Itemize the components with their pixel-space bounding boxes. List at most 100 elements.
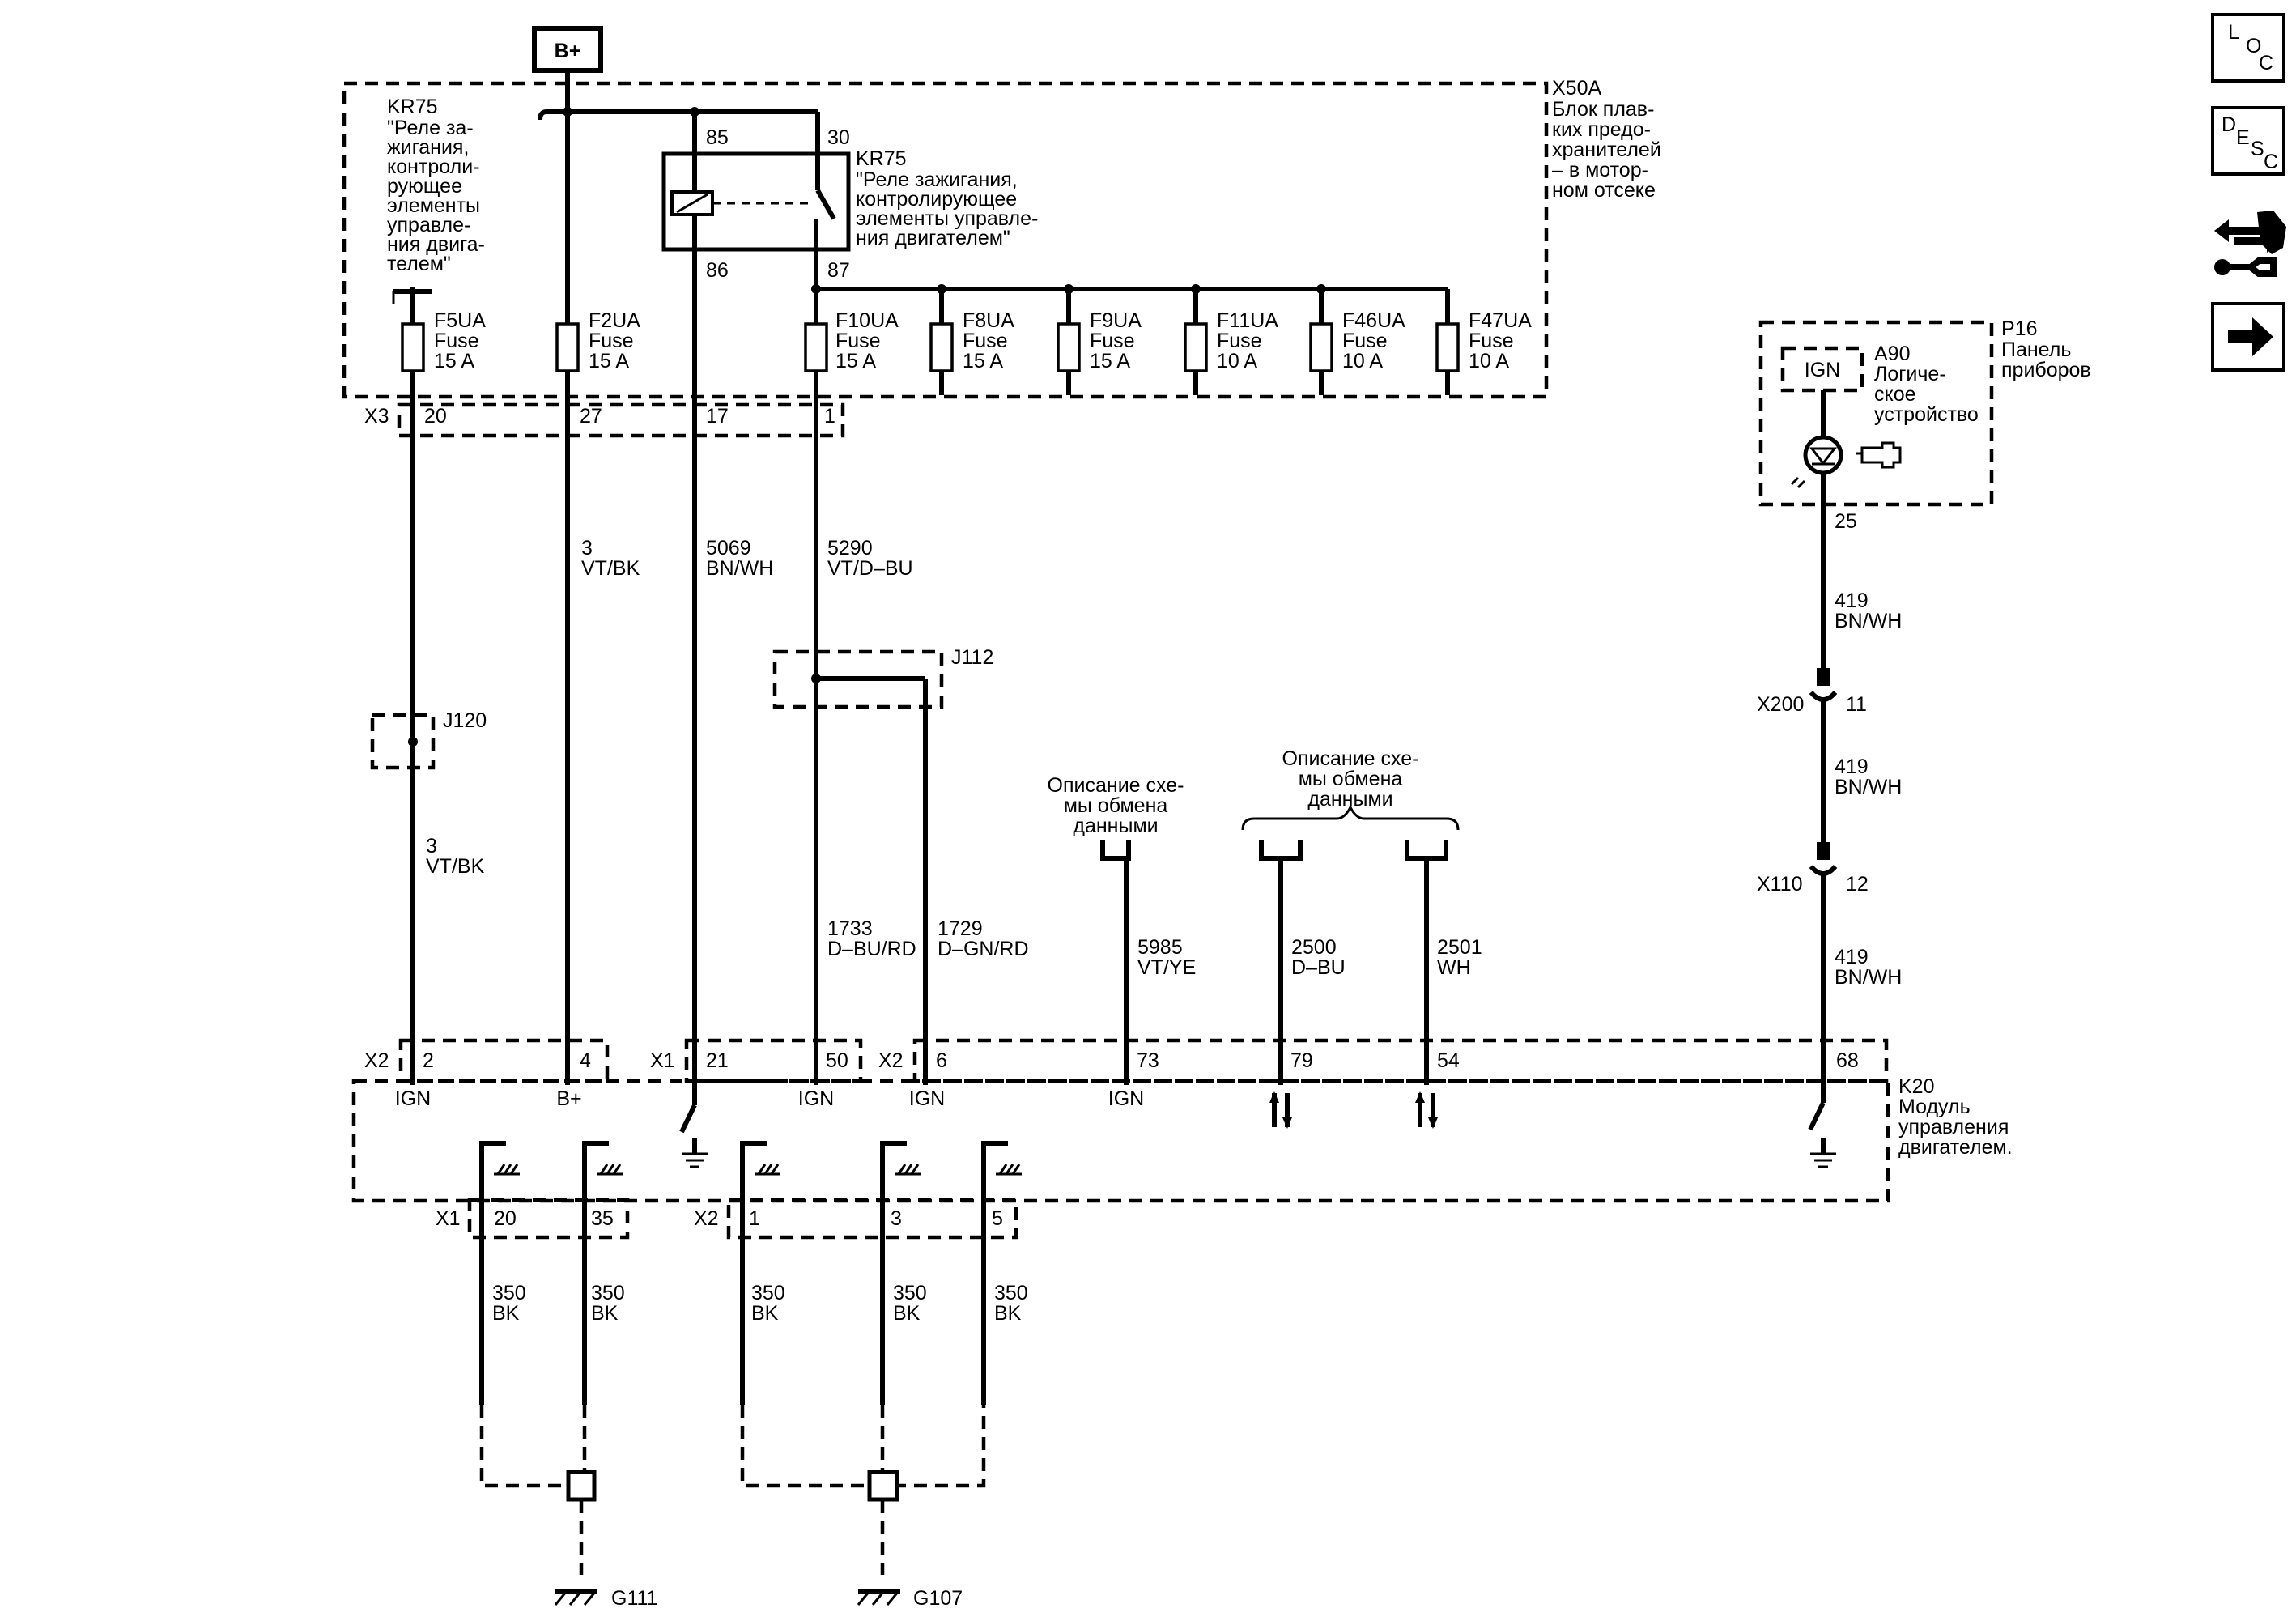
svg-text:O: O (2246, 35, 2261, 57)
svg-text:419: 419 (1835, 946, 1869, 968)
svg-text:Fuse: Fuse (1469, 330, 1514, 352)
svg-text:350: 350 (893, 1282, 927, 1304)
inline-connector-x110: X110 12 (1757, 842, 1869, 1085)
svg-text:X2: X2 (364, 1049, 389, 1072)
wire-label-5985: 5985 VT/YE (1137, 936, 1196, 979)
svg-text:Модуль: Модуль (1898, 1096, 1971, 1118)
fuse-f9ua: F9UA Fuse 15 A (1057, 284, 1142, 395)
connector-swap-icon[interactable] (2214, 211, 2286, 277)
svg-text:350: 350 (994, 1282, 1028, 1304)
fuse-f46ua: F46UA Fuse 10 A (1309, 284, 1405, 395)
ground-connector-x1 (467, 1198, 630, 1240)
svg-text:35: 35 (591, 1207, 614, 1230)
svg-text:A90: A90 (1874, 343, 1910, 365)
data-comm-ref-left[interactable]: Описание схе- мы обмена данными (1048, 774, 1184, 1085)
svg-text:12: 12 (1846, 873, 1869, 896)
fuse-f10ua: F10UA Fuse 15 A (804, 309, 899, 372)
splice-j120: J120 (370, 709, 487, 770)
svg-text:управле-: управле- (387, 214, 470, 236)
supply-bus (538, 107, 818, 121)
wire-label-5290: 5290 VT/D–BU (827, 537, 913, 580)
svg-text:Fuse: Fuse (1217, 330, 1262, 352)
connector-x3: X3 20 27 17 1 (364, 402, 845, 438)
x50a-description: Блок плав- ких предо- хранителей – в мот… (1552, 98, 1661, 202)
kr75-main-ref: KR75 (856, 147, 907, 170)
kr75-left-ref: KR75 (387, 96, 438, 118)
b-plus-label: B+ (555, 40, 581, 62)
splice-j112: J112 (772, 646, 993, 1085)
svg-text:15 A: 15 A (963, 350, 1003, 372)
svg-text:350: 350 (591, 1282, 625, 1304)
svg-text:VT/YE: VT/YE (1137, 956, 1196, 979)
k20-ref: K20 (1898, 1075, 1934, 1098)
svg-text:2501: 2501 (1437, 936, 1482, 959)
wire-label-2501: 2501 WH (1437, 936, 1482, 979)
svg-text:VT/D–BU: VT/D–BU (827, 557, 913, 580)
svg-text:D–BU: D–BU (1291, 956, 1346, 979)
svg-text:79: 79 (1290, 1049, 1313, 1072)
wire-label-2500: 2500 D–BU (1291, 936, 1346, 979)
relay-pin-85: 85 (706, 126, 729, 149)
svg-text:54: 54 (1437, 1049, 1460, 1072)
kr75-main-description: "Реле зажигания, контролирующее элементы… (856, 168, 1038, 249)
desc-button[interactable]: D E S C (2211, 106, 2285, 176)
svg-text:15 A: 15 A (1090, 350, 1130, 372)
svg-text:2500: 2500 (1291, 936, 1337, 959)
svg-text:Fuse: Fuse (835, 330, 881, 352)
svg-text:приборов: приборов (2001, 359, 2091, 381)
module-k20: X2 X1 X2 2 4 21 50 6 73 79 54 68 IGN B+ … (351, 1038, 2013, 1203)
next-arrow-icon[interactable] (2211, 302, 2285, 372)
fuse-f11ua: F11UA Fuse 10 A (1184, 284, 1278, 395)
svg-text:"Реле за-: "Реле за- (387, 117, 474, 139)
wire-label-419-c: 419 BN/WH (1835, 946, 1902, 989)
svg-text:ния двига-: ния двига- (387, 233, 485, 256)
svg-text:73: 73 (1137, 1049, 1159, 1072)
svg-text:J112: J112 (951, 646, 993, 669)
svg-text:IGN: IGN (1108, 1087, 1144, 1110)
ground-g111: G111 (479, 1405, 657, 1610)
svg-text:Fuse: Fuse (434, 330, 479, 352)
svg-text:X1: X1 (650, 1049, 675, 1072)
ground-x2-ref: X2 (694, 1207, 719, 1230)
svg-text:BK: BK (492, 1302, 520, 1325)
k20-ground-terminals (479, 1141, 1022, 1176)
svg-text:10 A: 10 A (1342, 350, 1383, 372)
svg-text:3: 3 (426, 835, 437, 857)
x50a-block-outline (342, 81, 1549, 399)
svg-text:BN/WH: BN/WH (1835, 966, 1902, 989)
svg-text:F10UA: F10UA (835, 309, 899, 332)
b-plus-supply: B+ (532, 26, 603, 112)
svg-text:Fuse: Fuse (1342, 330, 1388, 352)
ground-x1-ref: X1 (436, 1207, 461, 1230)
data-comm-ref-right[interactable]: Описание схе- мы обмена данными (1241, 747, 1460, 1085)
svg-text:15 A: 15 A (434, 350, 474, 372)
svg-text:F9UA: F9UA (1090, 309, 1142, 332)
svg-text:4: 4 (580, 1049, 591, 1072)
svg-text:10 A: 10 A (1217, 350, 1257, 372)
svg-text:IGN: IGN (798, 1087, 834, 1110)
svg-text:F5UA: F5UA (434, 309, 486, 332)
loc-button[interactable]: L O C (2211, 13, 2285, 83)
svg-text:X110: X110 (1757, 873, 1803, 896)
svg-text:ния двигателем": ния двигателем" (856, 227, 1010, 249)
svg-text:X200: X200 (1757, 693, 1804, 716)
svg-text:419: 419 (1835, 589, 1869, 612)
svg-text:5290: 5290 (827, 537, 873, 560)
svg-text:Описание схе-: Описание схе- (1282, 747, 1419, 770)
svg-text:5: 5 (992, 1207, 1003, 1230)
svg-text:350: 350 (492, 1282, 526, 1304)
relay-kr75: 85 30 86 87 (661, 126, 851, 282)
fuse-f2ua: F2UA Fuse 15 A (555, 112, 640, 1085)
k20-internal-ground-68 (1808, 1085, 1836, 1168)
svg-text:телем": телем" (387, 253, 451, 275)
svg-text:350: 350 (751, 1282, 785, 1304)
svg-text:21: 21 (706, 1049, 729, 1072)
wire-label-1733: 1733 D–BU/RD (827, 917, 916, 960)
svg-text:ское: ское (1874, 383, 1916, 406)
svg-text:Панель: Панель (2001, 338, 2071, 361)
svg-text:рующее: рующее (387, 175, 462, 198)
svg-text:G107: G107 (913, 1587, 963, 1610)
svg-text:мы обмена: мы обмена (1299, 768, 1403, 790)
svg-text:C: C (2259, 52, 2273, 74)
